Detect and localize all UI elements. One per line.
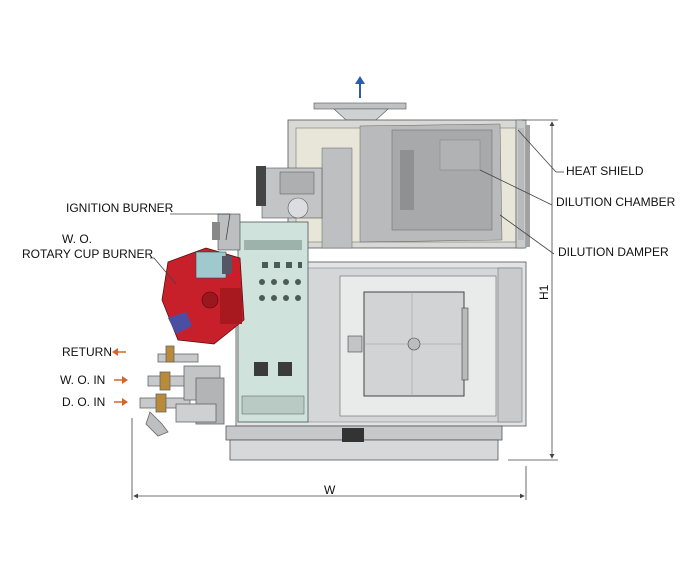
label-height: H1	[537, 284, 551, 300]
fuel-piping	[139, 345, 225, 437]
dilution-chamber	[287, 119, 527, 249]
label-wo-burner-line2: ROTARY CUP BURNER	[22, 247, 153, 261]
label-dilution-chamber: DILUTION CHAMBER	[556, 195, 676, 209]
control-panel	[237, 221, 309, 423]
heat-shield	[526, 125, 530, 247]
label-return: RETURN	[62, 345, 112, 359]
do-in-arrow	[114, 398, 128, 406]
wo-in-arrow	[114, 376, 128, 384]
label-do-in: D. O. IN	[62, 395, 105, 409]
height-dimension	[508, 119, 558, 461]
blower-assembly	[256, 166, 323, 219]
label-ignition-burner: IGNITION BURNER	[66, 201, 174, 215]
label-heat-shield: HEAT SHIELD	[566, 164, 644, 178]
label-width: W	[324, 483, 336, 497]
return-arrow	[112, 348, 126, 356]
label-dilution-damper: DILUTION DAMPER	[558, 245, 669, 259]
ignition-burner	[212, 213, 241, 251]
label-wo-burner-line1: W. O.	[62, 232, 92, 246]
exhaust-arrow	[355, 76, 365, 98]
width-dimension	[131, 418, 527, 500]
exhaust-outlet	[313, 102, 407, 121]
label-wo-in: W. O. IN	[60, 373, 105, 387]
base-frame	[225, 425, 503, 461]
rotary-cup-burner	[161, 247, 245, 345]
